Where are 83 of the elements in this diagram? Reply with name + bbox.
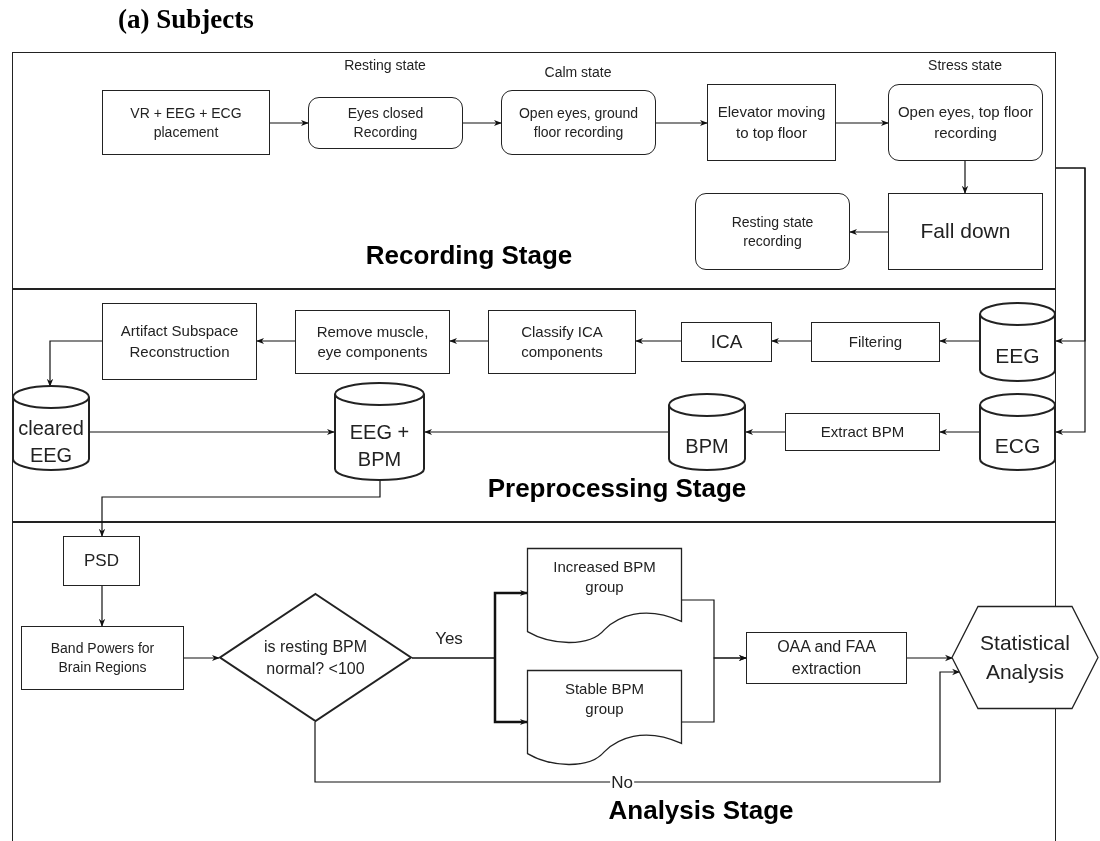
process-box — [707, 84, 836, 161]
database-cylinder — [979, 303, 1056, 381]
arrow — [835, 119, 889, 127]
stage-heading: Recording Stage — [365, 239, 573, 271]
node-label: Fall down — [920, 218, 1011, 245]
hexagon-shape — [952, 606, 1098, 709]
edge-label: Yes — [434, 629, 464, 647]
arrow — [314, 668, 961, 783]
node-label: BPM — [685, 433, 729, 459]
rounded-process-box — [888, 84, 1043, 161]
database-cylinder — [979, 394, 1056, 470]
arrow — [635, 337, 682, 345]
node-label: VR + EEG + ECG placement — [129, 103, 243, 142]
node-label: Open eyes, top floor recording — [896, 102, 1035, 143]
node-label: Statistical Analysis — [979, 630, 1071, 685]
stage-heading: Preprocessing Stage — [487, 472, 747, 504]
database-cylinder — [334, 383, 425, 480]
node-label: Remove muscle, eye components — [315, 321, 430, 362]
arrow — [771, 337, 812, 345]
node-label: EEG — [995, 342, 1040, 369]
stage-panel — [12, 289, 1056, 522]
arrow — [424, 428, 669, 436]
process-box — [785, 413, 940, 451]
process-box — [21, 626, 184, 690]
decision-diamond — [219, 593, 412, 722]
node-label: Extract BPM — [820, 421, 905, 442]
rounded-process-box — [695, 193, 850, 270]
node-label: Resting state recording — [730, 212, 815, 251]
process-box — [681, 322, 772, 362]
arrow — [46, 340, 103, 387]
process-box — [295, 310, 450, 374]
arrow — [681, 654, 747, 723]
process-box — [811, 322, 940, 362]
arrow — [939, 428, 980, 436]
rounded-process-box — [308, 97, 463, 149]
process-box — [746, 632, 907, 684]
edge-label: No — [610, 773, 634, 791]
node-label: ECG — [994, 432, 1041, 459]
node-label: is resting BPM normal? <100 — [262, 636, 369, 679]
node-label: Eyes closed Recording — [346, 104, 425, 142]
process-box — [488, 310, 636, 374]
state-label: Calm state — [544, 64, 612, 80]
arrow — [256, 337, 296, 345]
arrow — [98, 585, 106, 627]
state-label: Stress state — [928, 57, 1002, 73]
arrow — [655, 119, 708, 127]
figure-title: (a) Subjects — [118, 4, 254, 35]
database-cylinder — [12, 386, 90, 470]
node-label: Classify ICA components — [520, 321, 604, 362]
stage-panel — [12, 52, 1056, 289]
node-label: ICA — [710, 330, 743, 355]
process-box — [888, 193, 1043, 270]
process-box — [102, 303, 257, 380]
arrow — [906, 654, 954, 662]
arrow — [98, 479, 381, 537]
arrow — [269, 119, 309, 127]
node-label: cleared EEG — [17, 416, 85, 468]
node-label: Artifact Subspace Reconstruction — [119, 321, 240, 362]
arrow — [462, 119, 502, 127]
process-box — [63, 536, 140, 586]
arrow — [745, 428, 786, 436]
node-label: EEG + BPM — [348, 419, 411, 472]
process-box — [102, 90, 270, 155]
arrow — [89, 428, 335, 436]
arrow — [1055, 167, 1086, 436]
node-label: Increased BPM group — [552, 557, 657, 598]
node-label: Elevator moving to top floor — [716, 102, 827, 143]
arrow — [849, 228, 889, 236]
node-label: Stable BPM group — [563, 679, 646, 720]
node-label: Open eyes, ground floor recording — [517, 103, 640, 142]
split-bracket — [493, 591, 527, 724]
arrow — [961, 160, 969, 194]
arrow — [939, 337, 980, 345]
database-cylinder — [668, 394, 746, 470]
stage-heading: Analysis Stage — [608, 794, 794, 826]
node-label: Band Powers for Brain Regions — [49, 639, 156, 677]
arrow — [183, 654, 220, 662]
state-label: Resting state — [344, 57, 426, 73]
node-label: Filtering — [848, 331, 903, 352]
node-label: PSD — [84, 549, 119, 572]
node-label: OAA and FAA extraction — [776, 637, 877, 679]
rounded-process-box — [501, 90, 656, 155]
arrow — [449, 337, 489, 345]
